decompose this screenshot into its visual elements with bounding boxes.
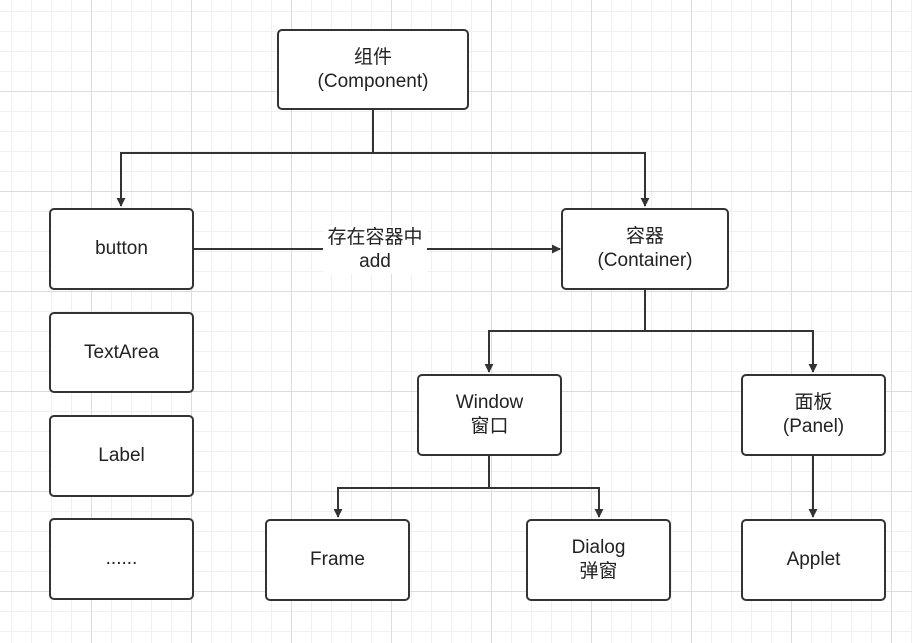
edge-container-to-panel [644, 289, 818, 373]
edge-window-to-dialog [488, 455, 604, 518]
node-panel-subtitle: (Panel) [782, 416, 845, 437]
node-frame-title: Frame [310, 549, 365, 570]
node-applet-title: Applet [786, 549, 841, 570]
edge-component-to-button [116, 110, 374, 207]
edge-label-add: 存在容器中 add [323, 226, 427, 274]
node-panel[interactable]: 面板 (Panel) [741, 374, 886, 456]
edge-window-to-frame [333, 455, 490, 518]
node-window[interactable]: Window 窗口 [417, 374, 562, 456]
node-label-title: Label [98, 445, 145, 466]
node-container-title: 容器 [625, 226, 664, 247]
node-dialog-subtitle: 弹窗 [579, 561, 618, 582]
node-window-title: Window [455, 392, 524, 413]
edge-label-add-line2: add [359, 251, 391, 272]
node-component-title: 组件 [353, 46, 392, 68]
node-window-subtitle: 窗口 [470, 416, 509, 437]
node-textarea-title: TextArea [84, 341, 159, 363]
node-component-subtitle: (Component) [317, 70, 429, 92]
node-dialog-title: Dialog [571, 537, 626, 558]
node-more-title: ...... [105, 548, 138, 569]
node-label[interactable]: Label [49, 415, 194, 497]
node-textarea[interactable]: TextArea [49, 312, 194, 393]
node-component[interactable]: 组件 (Component) [277, 29, 469, 110]
node-container-subtitle: (Container) [597, 250, 693, 271]
node-panel-title: 面板 [794, 392, 833, 413]
node-applet[interactable]: Applet [741, 519, 886, 601]
edge-container-to-window [484, 289, 646, 373]
edge-component-to-container [372, 110, 650, 207]
node-button-title: button [95, 238, 148, 259]
node-more[interactable]: ...... [49, 518, 194, 600]
node-dialog[interactable]: Dialog 弹窗 [526, 519, 671, 601]
node-container[interactable]: 容器 (Container) [561, 208, 729, 290]
edge-label-add-line1: 存在容器中 [327, 227, 423, 248]
node-button[interactable]: button [49, 208, 194, 290]
node-frame[interactable]: Frame [265, 519, 410, 601]
